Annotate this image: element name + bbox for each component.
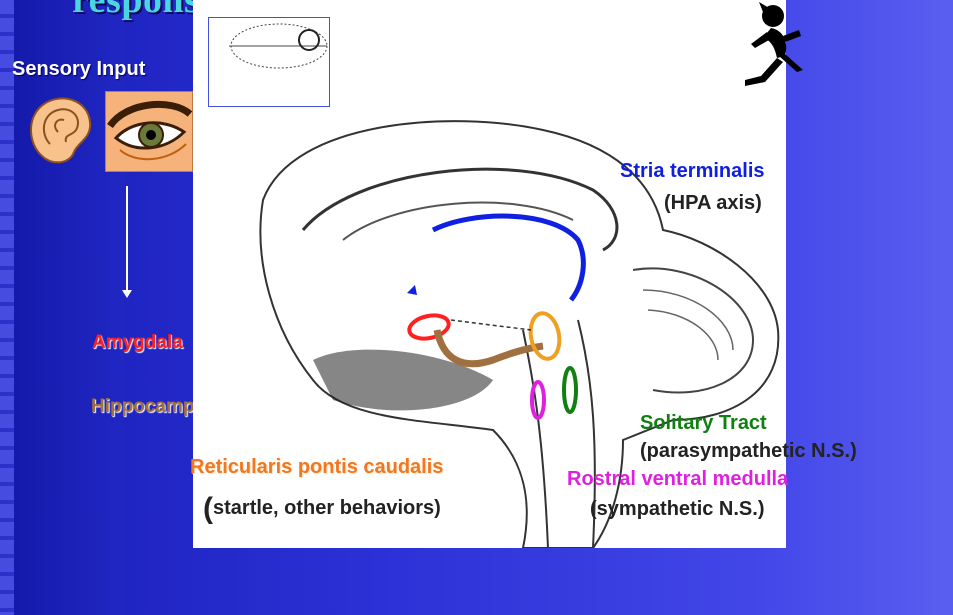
brain-inset-sketch [209,18,329,106]
ear-icon [22,94,100,168]
eye-icon-box [105,91,193,172]
running-figure-icon [733,0,808,98]
eye-icon [106,92,192,171]
startle-text: startle, other behaviors) [213,497,441,519]
parasympathetic-label: (parasympathetic N.S.) [640,440,857,463]
solitary-tract-label: Solitary Tract [640,412,767,435]
hpa-axis-label: (HPA axis) [664,192,762,215]
sympathetic-label: (sympathetic N.S.) [590,498,764,521]
stria-terminalis-label: Stria terminalis [620,160,765,183]
left-square-strip [0,0,14,615]
brain-map-inset [208,17,330,107]
startle-open-paren: ( [203,492,213,525]
flow-arrow-head [122,290,132,298]
flow-arrow-line [126,186,128,294]
sensory-input-label: Sensory Input [12,58,145,81]
startle-label: (startle, other behaviors) [203,492,441,526]
reticularis-label: Reticularis pontis caudalis [190,456,443,479]
rostral-ventral-medulla-label: Rostral ventral medulla [567,468,788,491]
amygdala-label: Amygdala [92,332,183,354]
